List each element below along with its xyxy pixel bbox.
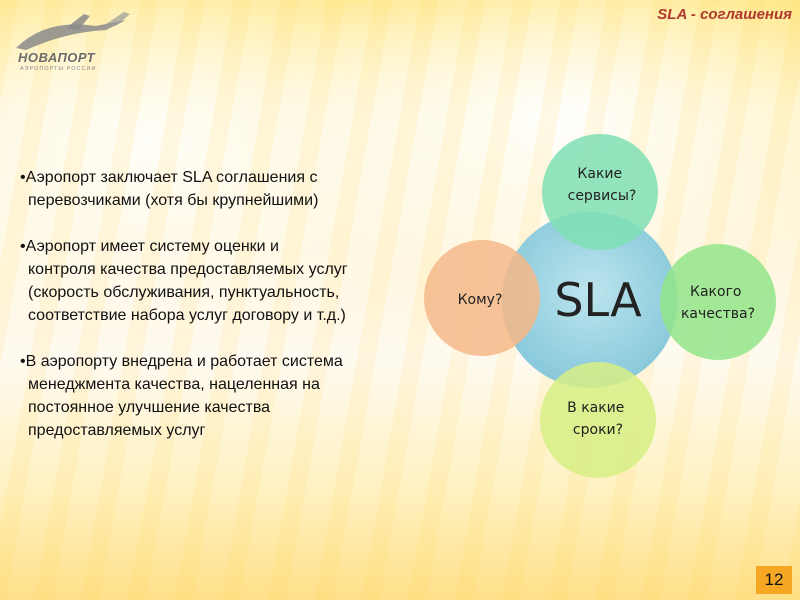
bullet-line: перевозчиками (хотя бы крупнейшими) [28,192,319,209]
bullet-list: •Аэропорт заключает SLA соглашения с пер… [20,166,440,465]
sla-diagram: SLA Какие сервисы? Какого качества? В ка… [424,134,776,478]
node-label-line: Кому? [458,292,503,308]
bullet-line: •В аэропорту внедрена и работает система [20,353,343,370]
company-logo: НОВАПОРТ АЭРОПОРТЫ РОССИИ [6,8,156,78]
bullet-line: (скорость обслуживания, пунктуальность, [28,284,340,301]
bullet-line: соответствие набора услуг договору и т.д… [28,307,346,324]
logo-subtitle: АЭРОПОРТЫ РОССИИ [20,66,97,72]
node-label-line: сервисы? [568,188,637,204]
sla-center-circle [502,212,678,388]
node-circle-top [542,134,658,250]
page-title: SLA - соглашения [657,6,792,23]
bullet-line: •Аэропорт заключает SLA соглашения с [20,169,318,186]
node-label-line: В какие [567,400,624,416]
logo-text: НОВАПОРТ [18,50,96,65]
node-label-left: Кому? [458,292,503,308]
bullet-line: предоставляемых услуг [28,422,206,439]
node-circle-bottom [540,362,656,478]
bullet-item: •В аэропорту внедрена и работает система… [20,350,440,442]
node-label-line: качества? [681,306,755,322]
node-label-line: сроки? [573,422,623,438]
node-circle-left [424,240,540,356]
node-label-bottom: В какие сроки? [567,400,629,438]
bullet-line: менеджмента качества, нацеленная на [28,376,320,393]
sla-center-label: SLA [554,273,642,327]
node-label-line: Какие [577,166,622,182]
page-number: 12 [756,566,792,594]
bullet-item: •Аэропорт заключает SLA соглашения с пер… [20,166,440,212]
bullet-line: •Аэропорт имеет систему оценки и [20,238,279,255]
bullet-item: •Аэропорт имеет систему оценки и контрол… [20,235,440,327]
bullet-line: контроля качества предоставляемых услуг [28,261,348,278]
node-label-right: Какого качества? [681,284,755,322]
airplane-icon [16,12,130,50]
node-label-top: Какие сервисы? [568,166,637,204]
node-label-line: Какого [690,284,741,300]
node-circle-right [660,244,776,360]
bullet-line: постоянное улучшение качества [28,399,271,416]
